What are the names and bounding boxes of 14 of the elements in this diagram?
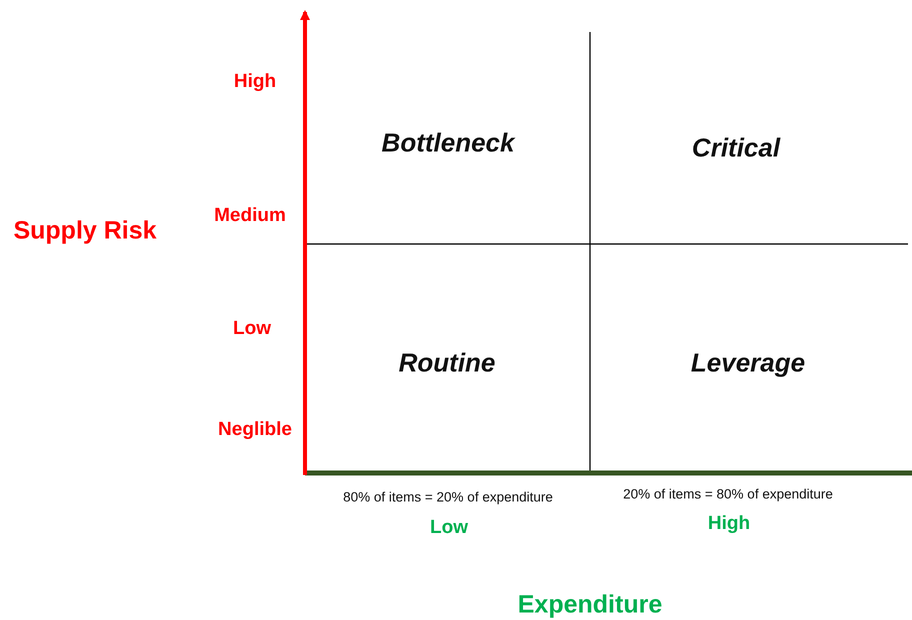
axis-title: Supply Risk [13,216,157,246]
quadrant-label: Routine [398,348,496,378]
axis-tick-label: Low [233,318,271,340]
quadrant-label: Leverage [690,348,806,378]
axis-tick-label: Neglible [218,419,292,441]
axis-tick-label: Low [430,517,468,539]
note-text: 20% of items = 80% of expenditure [623,486,833,502]
note-text: 80% of items = 20% of expenditure [343,490,553,504]
axis-title: Expenditure [518,590,662,620]
axis-tick-label: Medium [214,205,286,227]
quadrant-label: Bottleneck [382,128,514,158]
quadrant-label: Critical [692,132,780,164]
axis-tick-label: High [708,513,750,535]
axis-tick-label: High [234,71,276,93]
